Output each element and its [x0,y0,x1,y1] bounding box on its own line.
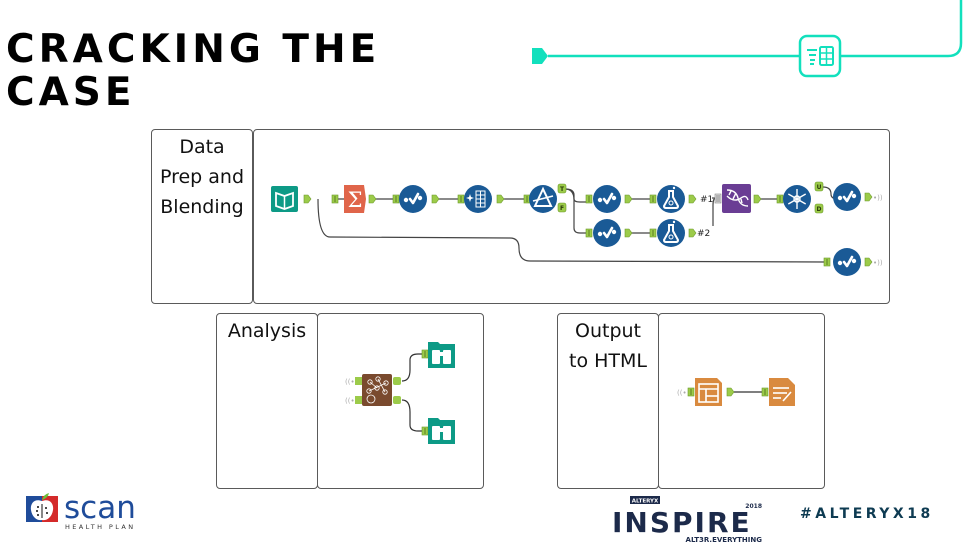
svg-text:U: U [817,184,822,191]
browse-tool-2[interactable] [428,418,455,444]
snowflake-icon [787,189,807,209]
cleanse-icon [466,190,486,208]
render-tool[interactable] [769,378,795,406]
slide-title-line1: CRACKING THE [6,27,381,72]
filter-table-icon [798,34,842,78]
svg-text:T: T [560,186,565,193]
inspire-word: INSPIRE [612,506,752,539]
book-icon [275,191,294,210]
lane-canvas-output[interactable] [658,313,825,489]
layout-icon [698,383,719,403]
neural-net-output-anchor-o[interactable] [393,377,401,385]
union-input-label-2: #2 [697,229,710,239]
browse-tool-1[interactable] [428,342,455,368]
select-tool-5[interactable] [833,248,861,276]
inspire-alteryx-label: ALTERYX [632,499,659,505]
formula-tool-1[interactable] [657,185,685,213]
binoculars-icon [432,426,451,440]
union-input-label-1: #1 [700,195,713,205]
event-hashtag: #ALTERYX18 [800,506,934,522]
unique-d-anchor[interactable]: D [814,203,824,214]
input-signal-icon: ((• [345,378,355,386]
lane-label-line: to HTML [569,350,647,372]
lane-label-prep: Data Prep and Blending [151,132,253,222]
data-cleansing-tool[interactable] [464,185,492,213]
slide-title-line2: CASE [6,70,136,115]
select-tool-4[interactable] [833,183,861,211]
lane-label-output: Output to HTML [557,316,659,376]
input-signal-icon: ((• [345,397,355,405]
sigma-icon: Σ [348,188,363,212]
lane-label-line: Analysis [227,320,307,342]
workflow-connections-prep [317,186,839,263]
union-tool[interactable] [722,184,751,213]
dna-icon [726,189,749,207]
output-signal-icon: •)) [873,259,883,267]
workflow-connections-analysis [401,353,424,432]
slide-title: CRACKING THE CASE [6,28,380,114]
formula-tool-2[interactable] [657,219,685,247]
filter-true-anchor[interactable]: T [557,183,567,194]
binoculars-icon [432,350,451,364]
output-signal-icon: •)) [873,194,883,202]
input-data-tool[interactable] [271,186,298,212]
input-signal-icon: ((• [677,389,687,397]
lane-label-line: Blending [160,196,244,218]
scan-health-plan-logo: scan HEALTH PLAN [26,490,136,531]
unique-tool[interactable] [783,185,811,213]
lane-label-panel-analysis [216,313,318,489]
network-icon [366,376,389,404]
lane-label-line: Output [575,320,641,342]
lane-canvas-prep[interactable] [253,129,890,304]
filter-tool[interactable] [529,185,557,213]
svg-text:F: F [560,205,564,212]
lane-label-line: Prep and [159,166,245,188]
select-tool-3[interactable] [593,219,621,247]
neural-network-tool[interactable] [362,374,392,406]
connector-start-node [532,48,548,64]
select-tool-2[interactable] [593,185,621,213]
lane-label-line: Data [179,136,225,158]
select-tool-1[interactable] [399,185,427,213]
alteryx-inspire-logo: ALTERYX 2018 INSPIRE ALT3R.EVERYTHING [612,496,763,544]
lane-label-panel-prep [151,129,253,304]
union-multi-input-anchor[interactable] [714,193,722,204]
unique-u-anchor[interactable]: U [814,181,824,192]
inspire-tagline: ALT3R.EVERYTHING [686,536,763,544]
decorative-connector [532,0,963,78]
summarize-tool[interactable]: Σ [344,185,366,213]
scan-brand-text: scan [64,490,136,526]
neural-net-output-anchor-i[interactable] [393,396,401,404]
scan-sub-text: HEALTH PLAN [65,523,136,531]
svg-text:D: D [817,206,822,213]
lane-label-analysis: Analysis [216,316,318,346]
filter-false-anchor[interactable]: F [557,202,567,213]
layout-tool[interactable] [695,378,722,406]
render-icon [773,387,792,402]
inspire-year: 2018 [745,503,762,510]
prism-icon [532,186,554,207]
